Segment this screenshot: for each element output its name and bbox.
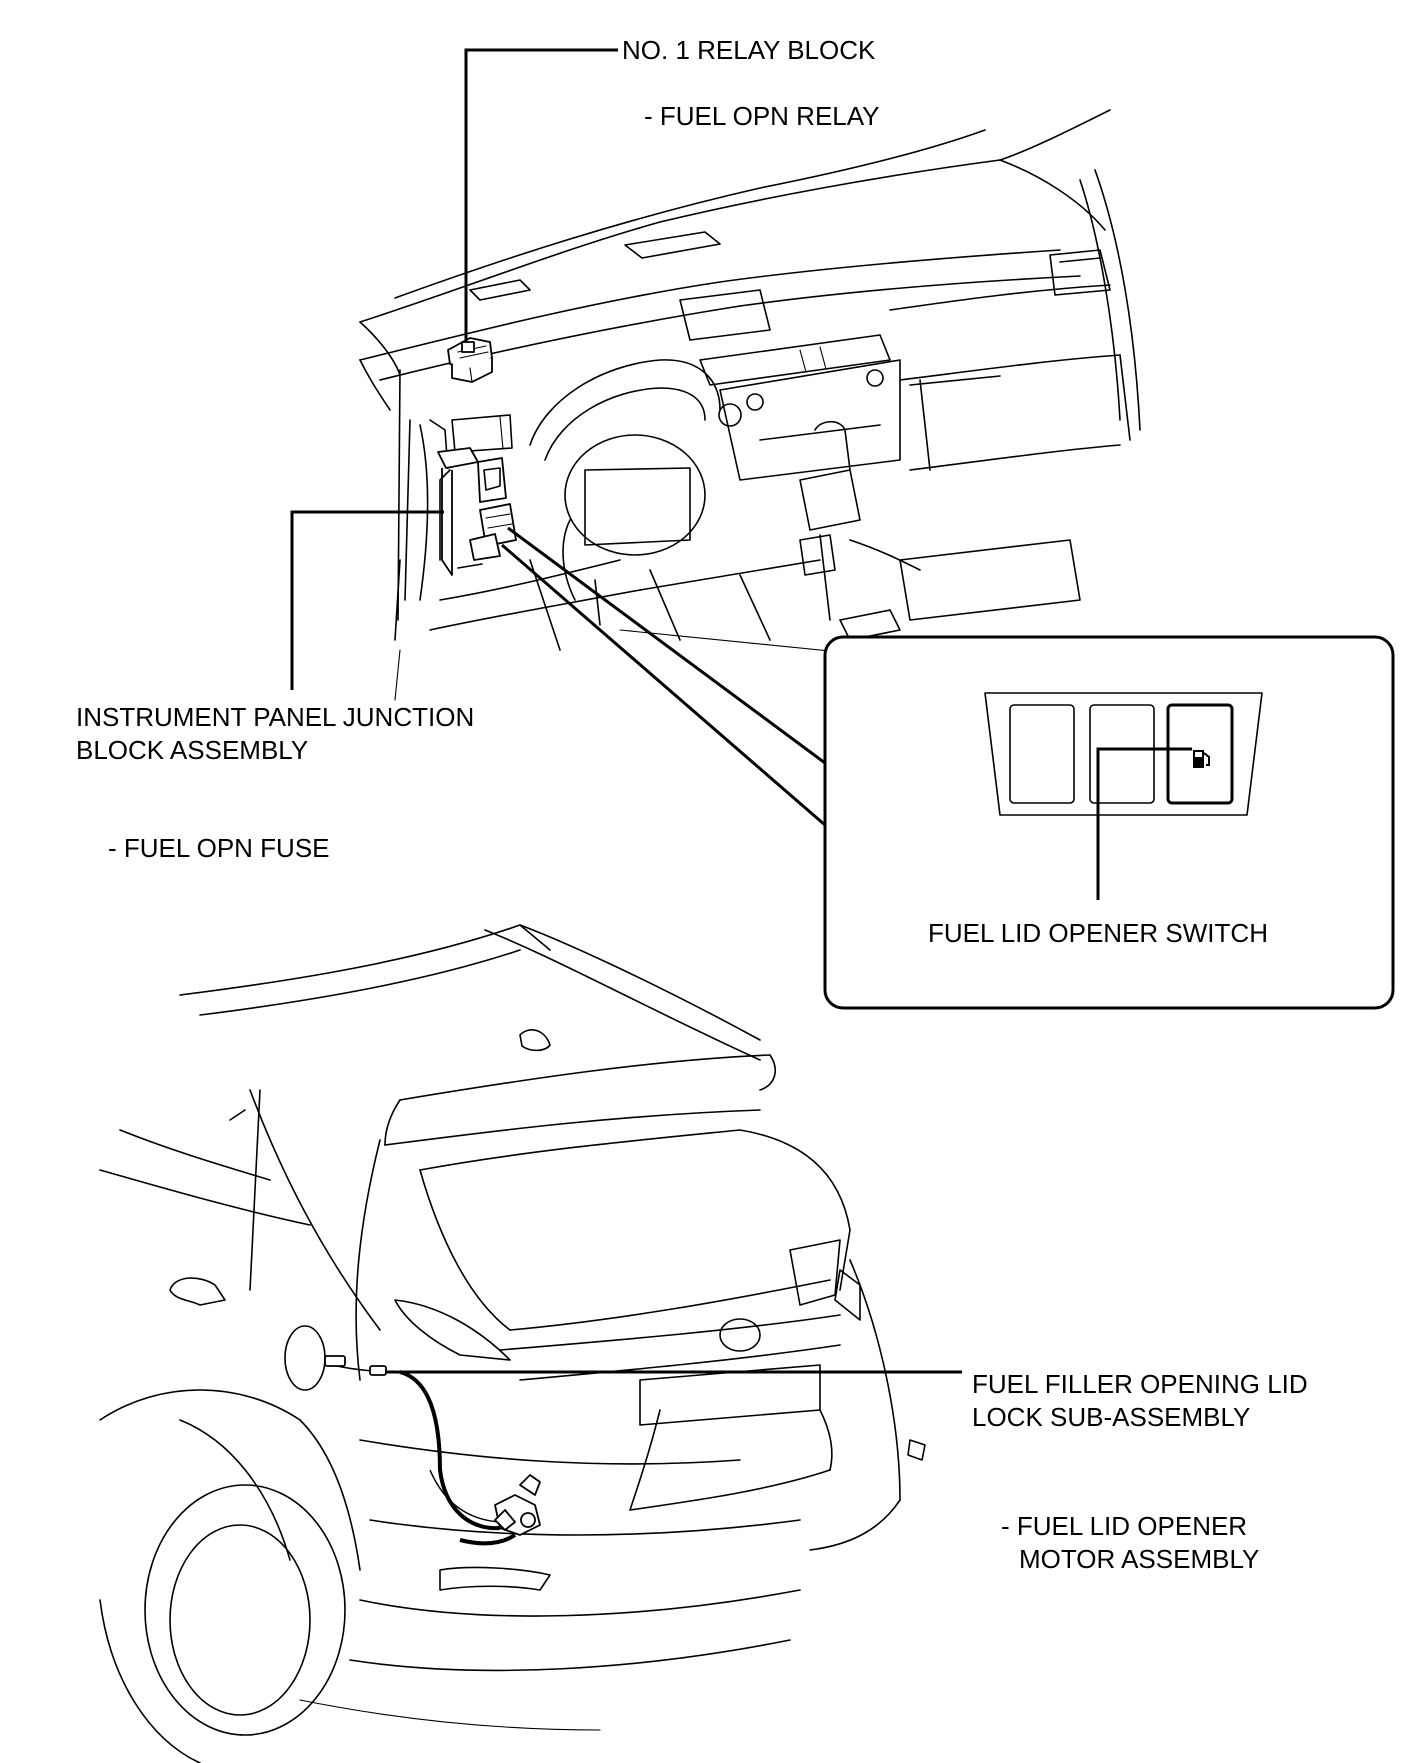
- opener-motor-label-line1: - FUEL LID OPENER: [1001, 1511, 1247, 1541]
- relay-block-leader: [464, 48, 618, 342]
- junction-block-leader: [290, 510, 444, 690]
- fuel-opn-fuse-label: - FUEL OPN FUSE: [108, 833, 330, 863]
- junction-block-label-line1: INSTRUMENT PANEL JUNCTION: [76, 702, 474, 732]
- fuel-pump-icon: [1193, 750, 1210, 768]
- fuel-opn-relay-label: - FUEL OPN RELAY: [644, 101, 880, 131]
- switch-inset-leader-upper: [507, 526, 826, 765]
- switch-inset-leader-lower: [501, 543, 826, 827]
- vehicle-rear-drawing: [99, 924, 926, 1763]
- fuel-lid-harness: [324, 1355, 517, 1546]
- switch-inset-callout: [823, 635, 1395, 1010]
- fuel-lid-opener-motor-component: [494, 1474, 541, 1536]
- opener-switch-label: FUEL LID OPENER SWITCH: [928, 918, 1268, 948]
- relay-block-component: [447, 337, 493, 383]
- instrument-panel-drawing: [359, 109, 1141, 701]
- opener-motor-label-line2: MOTOR ASSEMBLY: [1019, 1544, 1259, 1574]
- relay-block-label: NO. 1 RELAY BLOCK: [622, 35, 876, 65]
- junction-block-label-line2: BLOCK ASSEMBLY: [76, 735, 308, 765]
- lid-lock-label-line1: FUEL FILLER OPENING LID: [972, 1369, 1308, 1399]
- lid-lock-label-line2: LOCK SUB-ASSEMBLY: [972, 1402, 1250, 1432]
- switch-leader: [1096, 747, 1192, 900]
- junction-block-component: [437, 447, 517, 576]
